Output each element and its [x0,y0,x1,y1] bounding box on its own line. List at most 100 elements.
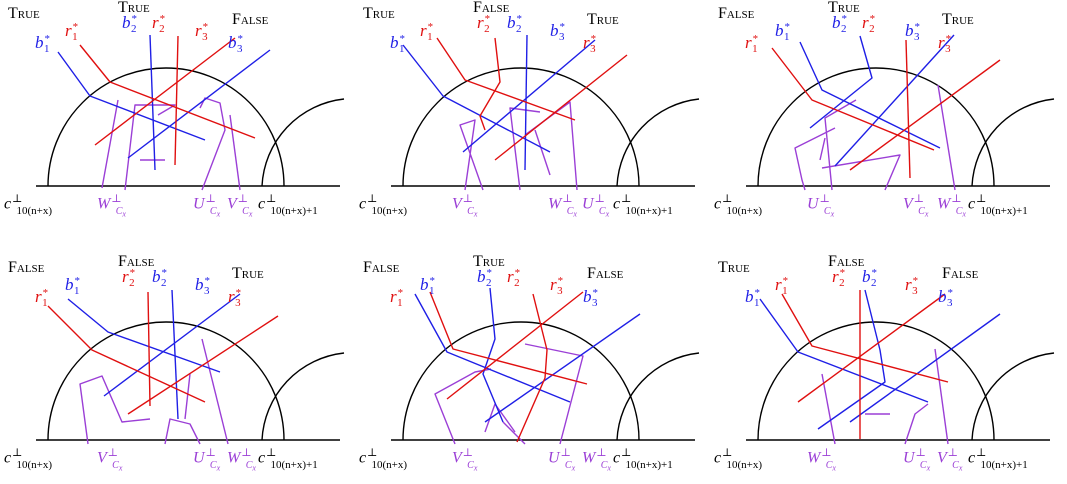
panel-1-drawing [36,34,345,191]
truth-value-3: False [587,265,624,282]
cell-boundary-arc [757,321,995,441]
blue-literal-segment [484,313,641,423]
walk-path [199,97,226,191]
red-literal-segment [79,44,256,139]
walk-label-W: W⊥Cx [937,193,966,218]
truth-value-2: False [828,253,865,270]
red-literal-segment [127,315,279,415]
walk-label-V: V⊥Cx [97,447,123,472]
literal-label-b2: b*2 [122,13,137,35]
walk-path [821,373,836,445]
red-literal-segment [905,39,911,179]
truth-value-2: True [118,0,150,16]
walk-path [434,368,492,445]
literal-label-r3: r*3 [938,33,952,55]
literal-label-b3: b*3 [550,21,565,43]
truth-value-3: True [232,265,264,282]
walk-path [484,403,516,433]
panel-4-drawing [36,289,345,445]
truth-value-2: False [118,253,155,270]
c-right-label: c⊥10(n+x)+1 [258,193,318,217]
literal-label-b3: b*3 [938,287,953,309]
literal-label-r1: r*1 [390,287,404,309]
walk-label-U: U⊥Cx [193,447,221,472]
panel-3-drawing [746,34,1055,191]
blue-literal-segment [462,39,596,153]
literal-label-b2: b*2 [477,267,492,289]
literal-label-b3: b*3 [228,33,243,55]
blue-literal-segment [759,298,929,403]
literal-label-b2: b*2 [507,13,522,35]
c-right-label: c⊥10(n+x)+1 [613,193,673,217]
truth-value-1: True [718,259,750,276]
blue-literal-segment [402,44,551,153]
literal-label-r2: r*2 [832,267,846,289]
walk-path [229,114,241,191]
walk-path [904,403,929,445]
neighbor-cell-arc [971,98,1055,187]
neighbor-cell-arc [261,98,345,187]
literal-label-r3: r*3 [228,287,242,309]
cell-boundary-arc [402,67,640,187]
c-right-label: c⊥10(n+x)+1 [613,447,673,471]
red-literal-segment [174,35,179,166]
red-literal-segment [479,37,501,131]
literal-label-b3: b*3 [583,287,598,309]
blue-literal-segment [809,35,873,129]
literal-label-r2: r*2 [862,13,876,35]
blue-literal-segment [799,41,941,149]
walk-path [502,421,526,445]
walk-label-U: U⊥Cx [548,447,576,472]
red-literal-segment [797,293,946,403]
literal-label-r2: r*2 [477,13,491,35]
red-literal-segment [781,293,949,383]
walk-path [164,418,201,445]
literal-label-r3: r*3 [195,21,209,43]
truth-value-1: True [8,5,40,22]
red-literal-segment [849,59,1001,171]
panel-5-drawing [391,287,700,445]
walk-label-W: W⊥Cx [582,447,611,472]
walk-path [821,154,901,191]
truth-value-1: False [8,259,45,276]
cell-boundary-arc [757,67,995,187]
literal-label-b3: b*3 [195,275,210,297]
literal-label-b1: b*1 [35,33,50,55]
c-right-label: c⊥10(n+x)+1 [258,447,318,471]
cell-boundary-arc [47,321,285,441]
walk-path [937,84,956,191]
walk-path [824,99,857,191]
c-right-label: c⊥10(n+x)+1 [968,193,1028,217]
walk-label-U: U⊥Cx [582,193,610,218]
literal-label-r2: r*2 [507,267,521,289]
truth-value-3: False [232,11,269,28]
walk-label-U: U⊥Cx [903,447,931,472]
walk-label-V: V⊥Cx [452,447,478,472]
blue-literal-segment [149,34,156,171]
red-literal-segment [494,54,628,161]
walk-path [201,338,229,445]
literal-label-b2: b*2 [152,267,167,289]
walk-label-W: W⊥Cx [97,193,126,218]
blue-literal-segment [817,289,886,430]
walk-path [934,348,949,445]
walk-path [524,343,584,445]
literal-label-b1: b*1 [65,275,80,297]
truth-value-3: True [587,11,619,28]
c-left-label: c⊥10(n+x) [359,193,407,217]
truth-value-2: True [473,253,505,270]
walk-label-W: W⊥Cx [227,447,256,472]
literal-label-r1: r*1 [775,275,789,297]
literal-label-b3: b*3 [905,21,920,43]
panel-6-drawing [746,289,1055,445]
walk-path [534,129,551,176]
literal-label-b1: b*1 [745,287,760,309]
literal-label-r3: r*3 [905,275,919,297]
neighbor-cell-arc [616,352,700,441]
c-left-label: c⊥10(n+x) [4,193,52,217]
